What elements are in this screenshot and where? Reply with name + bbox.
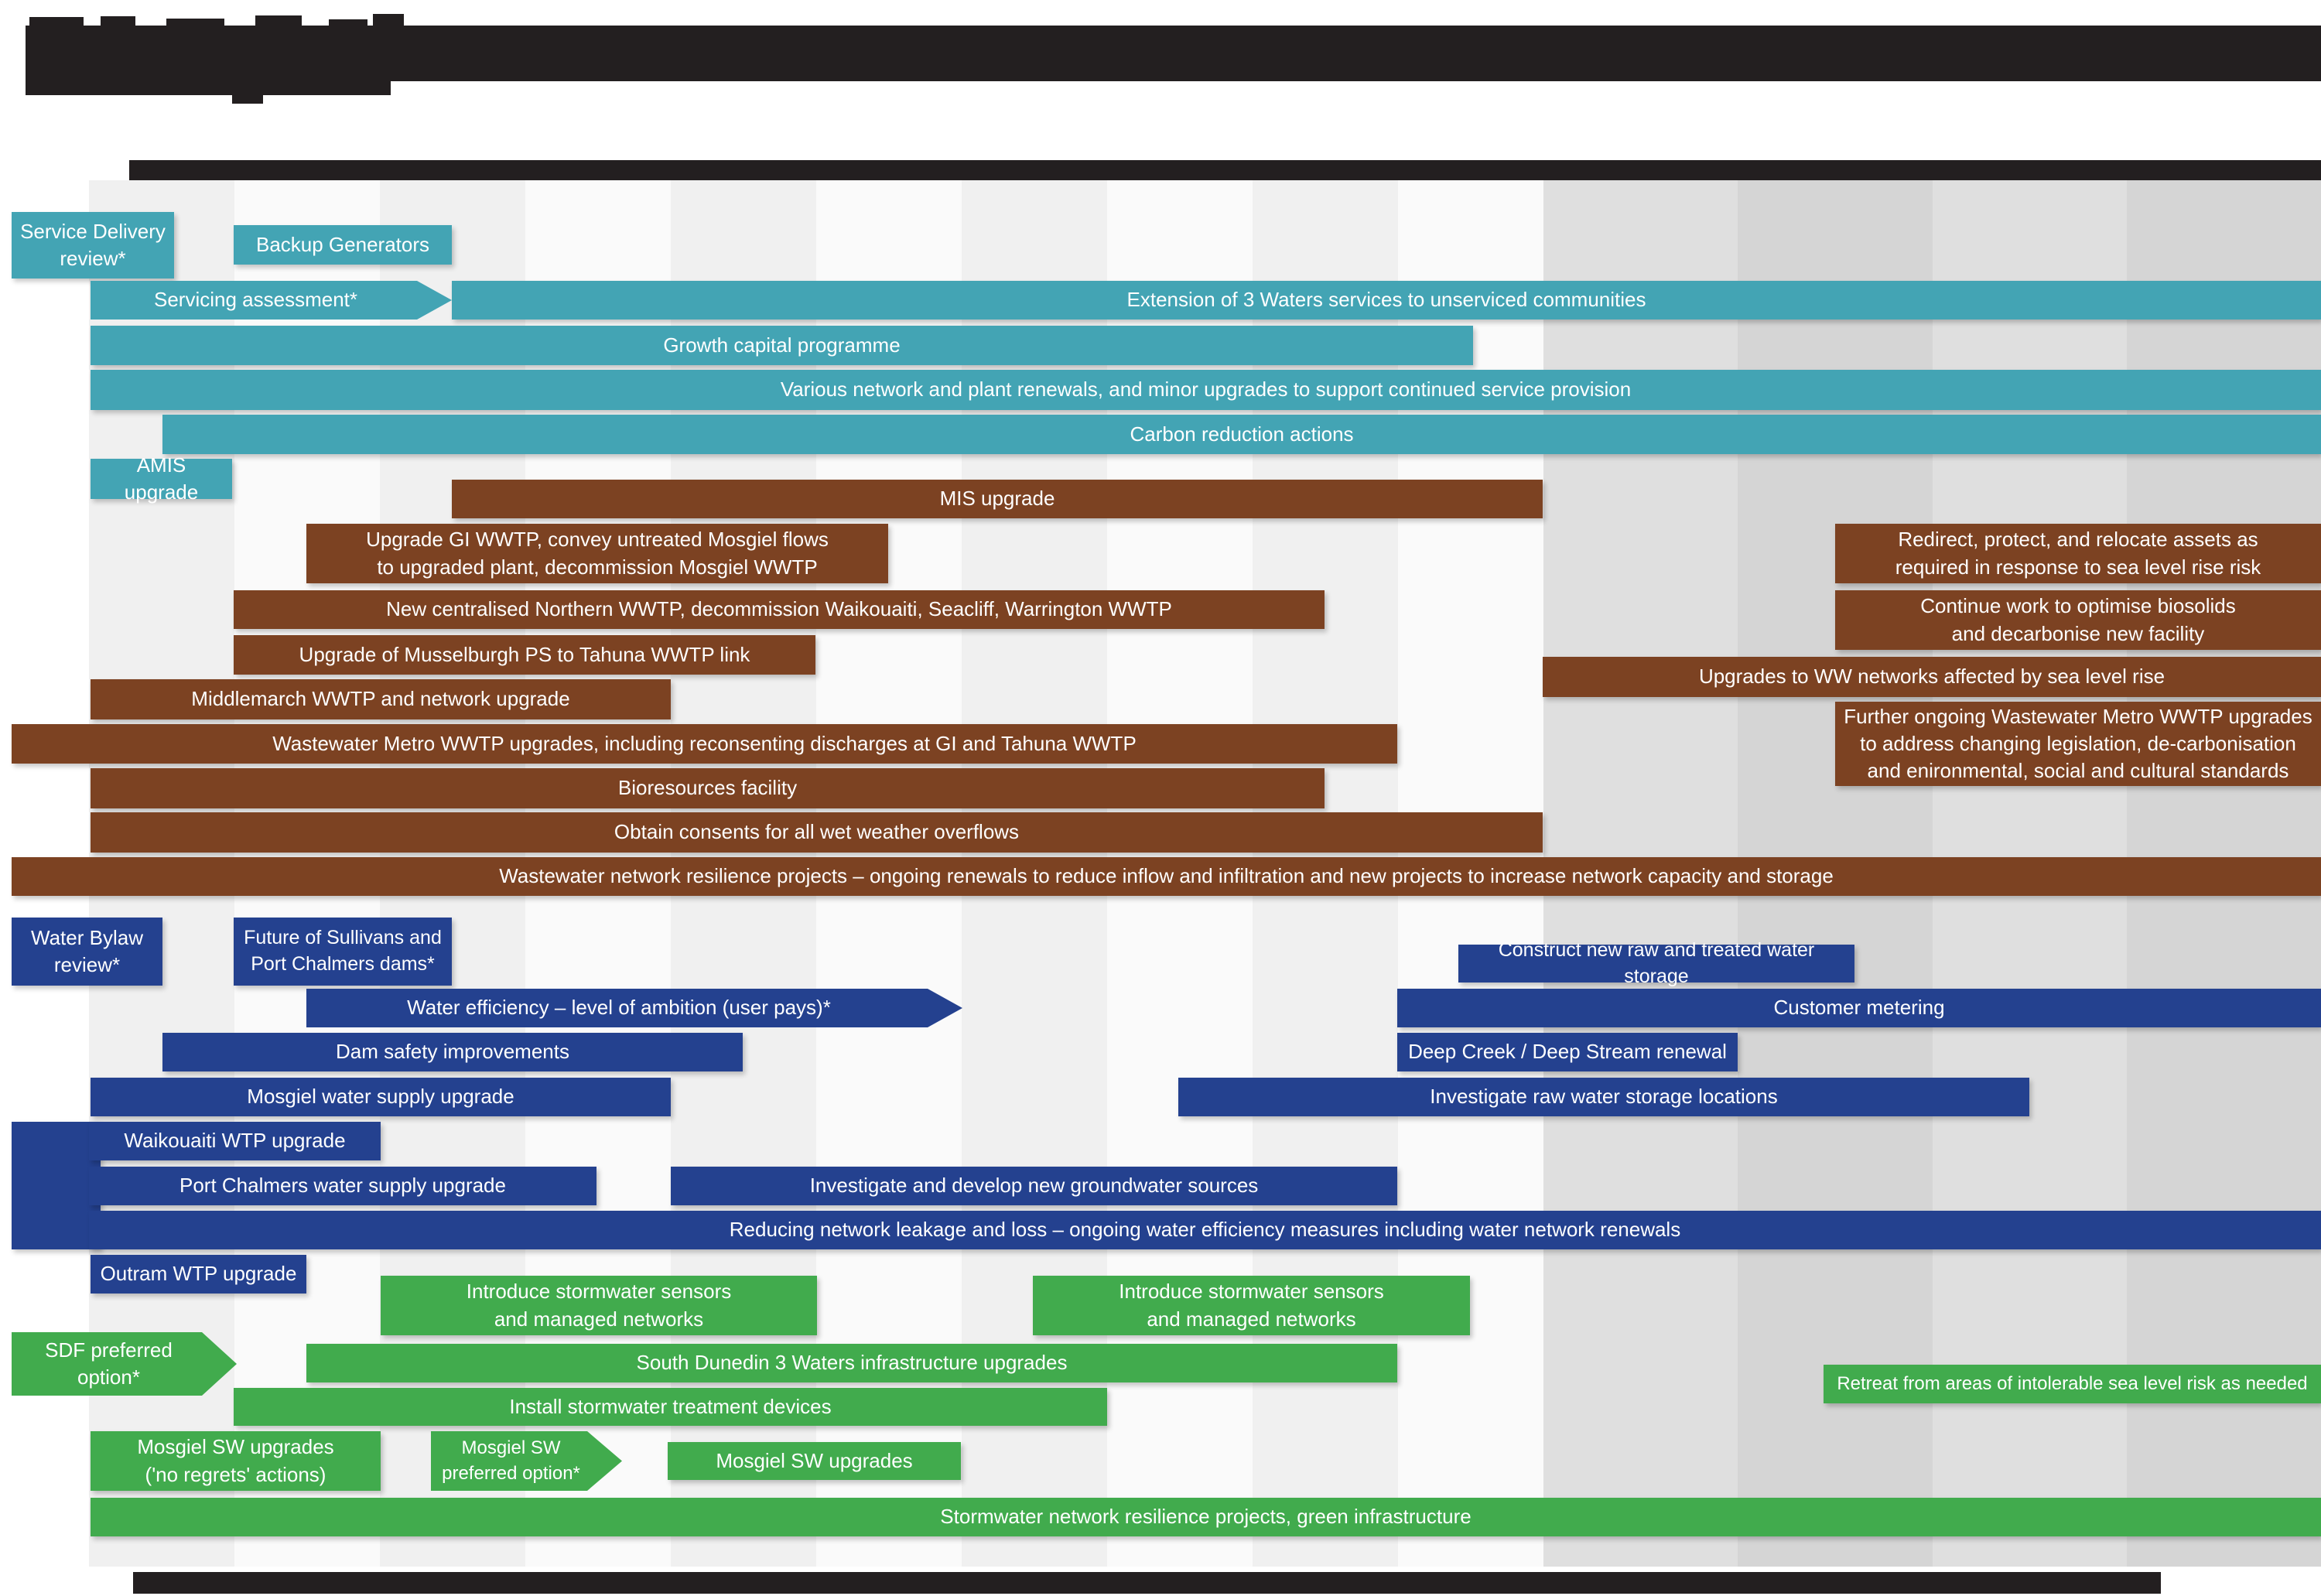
redacted-title-notch: [232, 94, 263, 104]
gantt-bar-service-delivery-and-general: Various network and plant renewals, and …: [91, 370, 2321, 410]
gantt-bar-water: Mosgiel water supply upgrade: [91, 1078, 671, 1116]
redacted-title-bump: [101, 16, 135, 28]
redacted-axis-top: [129, 160, 2321, 180]
gantt-bar-wastewater: Upgrade GI WWTP, convey untreated Mosgie…: [306, 524, 888, 583]
redacted-title-bump: [255, 15, 302, 28]
gantt-bar-water: Water Bylaw review*: [12, 918, 162, 986]
gantt-bar-water: Construct new raw and treated water stor…: [1458, 939, 1854, 987]
gantt-bar-stormwater: Mosgiel SW upgrades ('no regrets' action…: [91, 1431, 381, 1491]
gantt-bar-wastewater: Middlemarch WWTP and network upgrade: [91, 679, 671, 719]
gantt-bar-merged-start-block: [12, 1122, 101, 1249]
gantt-bar-stormwater: Introduce stormwater sensors and managed…: [1033, 1276, 1470, 1335]
gantt-bar-water: Customer metering: [1397, 989, 2321, 1027]
gantt-bar-stormwater: Mosgiel SW upgrades: [668, 1442, 961, 1480]
gantt-bar-wastewater: Redirect, protect, and relocate assets a…: [1835, 524, 2321, 583]
gantt-bar-service-delivery-and-general: Extension of 3 Waters services to unserv…: [452, 281, 2321, 320]
gantt-bar-service-delivery-and-general: AMIS upgrade: [91, 453, 232, 504]
redacted-title-bump: [29, 17, 84, 28]
gantt-bar-water: Future of Sullivans and Port Chalmers da…: [234, 918, 452, 986]
gantt-bar-water: Port Chalmers water supply upgrade: [89, 1167, 596, 1205]
gantt-bar-stormwater: Install stormwater treatment devices: [234, 1388, 1107, 1426]
redacted-title-banner: [26, 26, 2321, 81]
gantt-bar-wastewater: Obtain consents for all wet weather over…: [91, 812, 1543, 853]
gantt-bar-stormwater: SDF preferred option*: [12, 1332, 237, 1396]
gantt-bar-wastewater: Wastewater network resilience projects –…: [12, 857, 2321, 896]
gantt-bar-wastewater: Continue work to optimise biosolids and …: [1835, 590, 2321, 650]
redacted-title-bump: [373, 14, 404, 28]
gantt-bar-water: Investigate and develop new groundwater …: [671, 1167, 1397, 1205]
redacted-title-line2: [26, 80, 391, 95]
gantt-bar-water: Deep Creek / Deep Stream renewal: [1397, 1033, 1738, 1071]
gantt-bar-wastewater: MIS upgrade: [452, 480, 1543, 518]
gantt-bar-water: Outram WTP upgrade: [91, 1255, 306, 1294]
gantt-bar-wastewater: Wastewater Metro WWTP upgrades, includin…: [12, 724, 1397, 764]
gantt-bar-stormwater: Stormwater network resilience projects, …: [91, 1498, 2321, 1536]
gantt-bar-wastewater: New centralised Northern WWTP, decommiss…: [234, 590, 1325, 629]
gantt-bar-service-delivery-and-general: Growth capital programme: [91, 326, 1473, 365]
gantt-bar-wastewater: Upgrade of Musselburgh PS to Tahuna WWTP…: [234, 635, 815, 675]
gantt-bar-water: Waikouaiti WTP upgrade: [89, 1122, 381, 1160]
gantt-bar-water: Water efficiency – level of ambition (us…: [306, 989, 962, 1027]
gantt-bar-water: Dam safety improvements: [162, 1033, 743, 1071]
gantt-bar-service-delivery-and-general: Servicing assessment*: [91, 281, 452, 320]
gantt-bar-service-delivery-and-general: Service Delivery review*: [12, 212, 174, 279]
gantt-bar-stormwater: Introduce stormwater sensors and managed…: [381, 1276, 817, 1335]
gantt-bar-stormwater: Retreat from areas of intolerable sea le…: [1824, 1365, 2321, 1403]
gantt-bar-wastewater: Upgrades to WW networks affected by sea …: [1543, 657, 2321, 697]
gantt-bar-service-delivery-and-general: Carbon reduction actions: [162, 415, 2321, 454]
gantt-bar-stormwater: South Dunedin 3 Waters infrastructure up…: [306, 1344, 1397, 1382]
gantt-bar-stormwater: Mosgiel SW preferred option*: [431, 1431, 622, 1491]
gantt-bar-water: Reducing network leakage and loss – ongo…: [89, 1211, 2321, 1249]
gantt-bar-wastewater: Bioresources facility: [91, 768, 1325, 808]
gantt-bar-water: Investigate raw water storage locations: [1178, 1078, 2029, 1116]
gantt-bar-wastewater: Further ongoing Wastewater Metro WWTP up…: [1835, 702, 2321, 786]
gantt-bar-service-delivery-and-general: Backup Generators: [234, 225, 452, 265]
redacted-axis-bottom: [133, 1572, 2161, 1594]
